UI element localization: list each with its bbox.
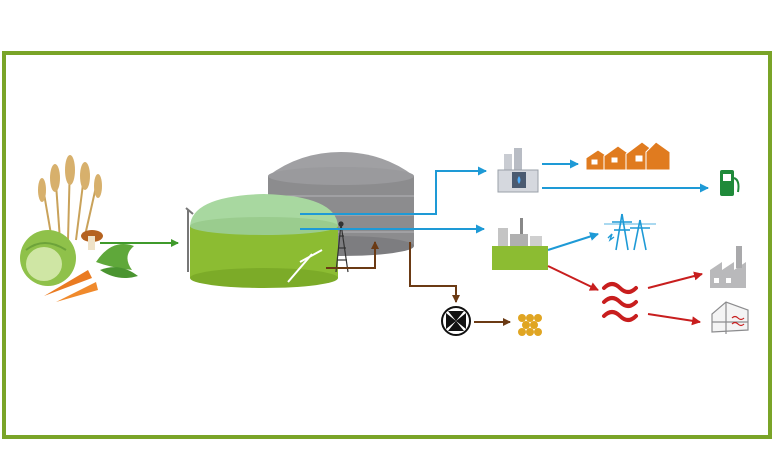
biomass-feedstock-icon (20, 155, 138, 302)
digestate-flow-lines (326, 241, 511, 326)
heat-waves-icon (602, 282, 638, 322)
fuel-pump-icon (720, 170, 740, 196)
factory-icon (710, 246, 746, 288)
digester-tank-icon (185, 194, 338, 288)
greenhouse-icon (711, 301, 749, 334)
power-pylon-icon (604, 213, 656, 251)
separator-icon (441, 306, 471, 336)
stirrer-mast (335, 221, 349, 273)
gas-flow-lines (300, 159, 709, 251)
diagram-frame (2, 51, 772, 439)
gas-grid-houses-icon (585, 141, 671, 171)
fertilizer-pellets-icon (518, 314, 542, 336)
chp-unit-icon (492, 218, 548, 270)
heat-flow-lines (547, 265, 703, 326)
gas-upgrading-unit-icon (497, 148, 539, 193)
